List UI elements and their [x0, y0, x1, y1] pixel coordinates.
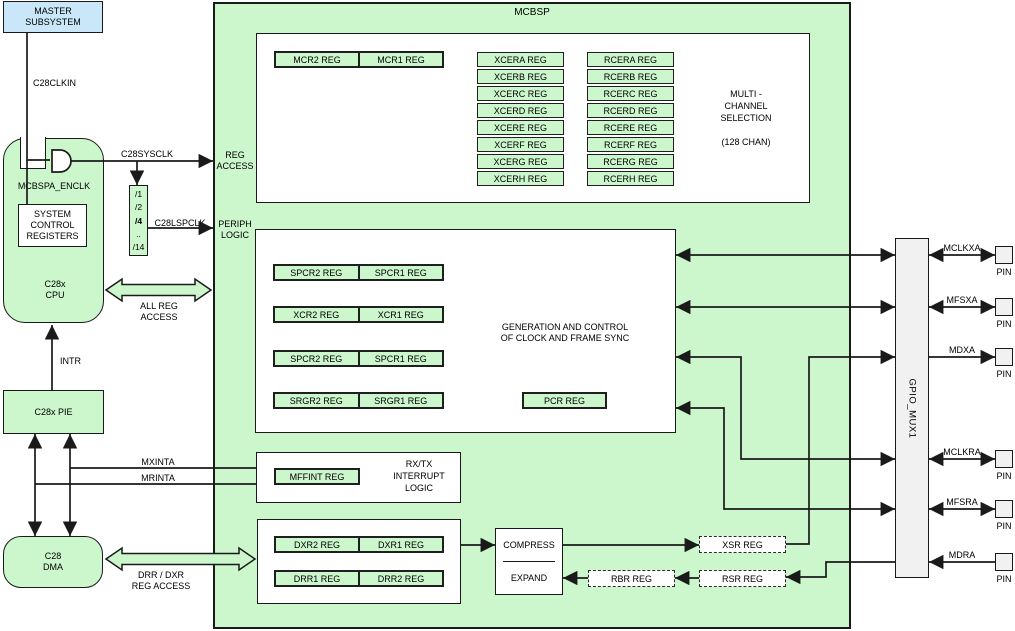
rcera-reg: RCERA REG: [587, 52, 674, 67]
gpio-mux-label: GPIO_MUX1: [906, 378, 918, 438]
c28clkin-label: C28CLKIN: [33, 78, 77, 88]
drr2-reg: DRR2 REG: [358, 572, 442, 585]
divider-step-2: /2: [134, 202, 143, 213]
spcr-register-pair-2: SPCR2 REG SPCR1 REG: [273, 350, 444, 367]
mffint-reg: MFFINT REG: [274, 468, 360, 485]
clock-divider-box: /1 /2 /4 .. /14: [129, 185, 148, 256]
xsr-reg: XSR REG: [699, 536, 786, 553]
mxinta-label: MXINTA: [141, 457, 175, 467]
mdra-pin-box: [995, 553, 1013, 571]
c28lspclk-label: C28LSPCLK: [154, 218, 206, 228]
pcr-reg: PCR REG: [522, 392, 607, 409]
mclkxa-pin-box: [995, 246, 1013, 264]
compand-box: COMPRESS EXPAND: [495, 528, 563, 595]
xcerf-reg: XCERF REG: [477, 137, 564, 152]
mclkxa-label: MCLKXA: [943, 243, 981, 253]
spcr1-reg-2: SPCR1 REG: [357, 352, 443, 365]
xcerb-reg: XCERB REG: [477, 69, 564, 84]
all-reg-access-label: ALL REG ACCESS: [140, 301, 178, 322]
all-reg-access-arrow: [104, 277, 213, 303]
xcr2-reg: XCR2 REG: [293, 309, 340, 320]
mclkxa-pin-caption: PIN: [996, 267, 1012, 277]
mcr2-reg: MCR2 REG: [293, 54, 341, 65]
mcr1-reg: MCR1 REG: [358, 53, 442, 66]
drr-dxr-access-label: DRR / DXR REG ACCESS: [131, 570, 191, 591]
pie-block: C28x PIE: [3, 390, 104, 434]
divider-step-14: /14: [132, 242, 145, 252]
generation-control-label: GENERATION AND CONTROL OF CLOCK AND FRAM…: [500, 322, 630, 343]
c28sysclk-label: C28SYSCLK: [120, 149, 174, 159]
srgr2-reg: SRGR2 REG: [289, 395, 343, 406]
xcera-reg: XCERA REG: [477, 52, 564, 67]
rcerf-reg: RCERF REG: [587, 137, 674, 152]
mclkra-label: MCLKRA: [943, 447, 981, 457]
data-register-box: [257, 519, 461, 604]
divider-step-1: /1: [134, 189, 143, 199]
rcerc-reg: RCERC REG: [587, 86, 674, 101]
rsr-reg: RSR REG: [699, 570, 786, 587]
rxtx-interrupt-label: RX/TX INTERRUPT LOGIC: [393, 459, 445, 493]
mdra-pin-caption: PIN: [996, 574, 1012, 584]
mcbspa-enclk-label: MCBSPA_ENCLK: [17, 181, 91, 191]
spcr2-reg-2: SPCR2 REG: [290, 353, 343, 364]
mdxa-pin-box: [995, 348, 1013, 366]
xcerd-reg: XCERD REG: [477, 103, 564, 118]
xcerg-reg: XCERG REG: [477, 154, 564, 169]
srgr-register-pair: SRGR2 REG SRGR1 REG: [273, 392, 444, 409]
spcr1-reg: SPCR1 REG: [357, 266, 443, 279]
mclkra-pin-box: [995, 450, 1013, 468]
dma-block: C28 DMA: [3, 536, 103, 588]
mdxa-pin-caption: PIN: [996, 369, 1012, 379]
intr-label: INTR: [60, 356, 81, 366]
mrinta-label: MRINTA: [141, 473, 175, 483]
xcere-reg: XCERE REG: [477, 120, 564, 135]
periph-logic-label: PERIPH LOGIC: [218, 219, 252, 240]
rcerd-reg: RCERD REG: [587, 103, 674, 118]
mfsra-pin-caption: PIN: [996, 521, 1012, 531]
rcerg-reg: RCERG REG: [587, 154, 674, 169]
spcr2-reg: SPCR2 REG: [290, 267, 343, 278]
mdra-label: MDRA: [948, 550, 976, 560]
rcerb-reg: RCERB REG: [587, 69, 674, 84]
mfsra-pin-box: [995, 500, 1013, 518]
system-control-registers-box: SYSTEM CONTROL REGISTERS: [18, 204, 87, 247]
mfsra-label: MFSRA: [946, 497, 978, 507]
mfsxa-label: MFSXA: [946, 295, 978, 305]
mclkra-pin-caption: PIN: [996, 471, 1012, 481]
xcerh-reg: XCERH REG: [477, 171, 564, 186]
dxr1-reg: DXR1 REG: [358, 538, 442, 551]
gpio-mux-box: GPIO_MUX1: [895, 238, 929, 578]
expand-cell: EXPAND: [510, 573, 548, 583]
mfsxa-pin-caption: PIN: [996, 319, 1012, 329]
drr-register-pair: DRR1 REG DRR2 REG: [274, 570, 444, 587]
divider-step-4: /4: [134, 215, 143, 226]
spcr-register-pair-1: SPCR2 REG SPCR1 REG: [273, 264, 444, 281]
srgr1-reg: SRGR1 REG: [357, 394, 443, 407]
mfsxa-pin-box: [995, 298, 1013, 316]
xcr1-reg: XCR1 REG: [357, 308, 443, 321]
divider-ellipsis: ..: [136, 228, 141, 239]
dxr-register-pair: DXR2 REG DXR1 REG: [274, 536, 444, 553]
rcere-reg: RCERE REG: [587, 120, 674, 135]
rcerh-reg: RCERH REG: [587, 171, 674, 186]
compress-cell: COMPRESS: [503, 529, 555, 562]
xcr-register-pair: XCR2 REG XCR1 REG: [273, 306, 444, 323]
dxr2-reg: DXR2 REG: [293, 539, 340, 550]
reg-access-label: REG ACCESS: [216, 150, 254, 171]
master-subsystem-box: MASTER SUBSYSTEM: [3, 1, 103, 33]
multichannel-selection-label: MULTI - CHANNEL SELECTION (128 CHAN): [720, 89, 772, 147]
rbr-reg: RBR REG: [588, 570, 675, 587]
cpu-name-label: C28x CPU: [44, 279, 66, 300]
mcbsp-title: MCBSP: [514, 7, 550, 18]
drr1-reg: DRR1 REG: [293, 573, 341, 584]
xcerc-reg: XCERC REG: [477, 86, 564, 101]
mdxa-label: MDXA: [948, 345, 975, 355]
cpu-clock-notch: [20, 137, 46, 169]
mcr-register-pair: MCR2 REG MCR1 REG: [274, 51, 444, 68]
